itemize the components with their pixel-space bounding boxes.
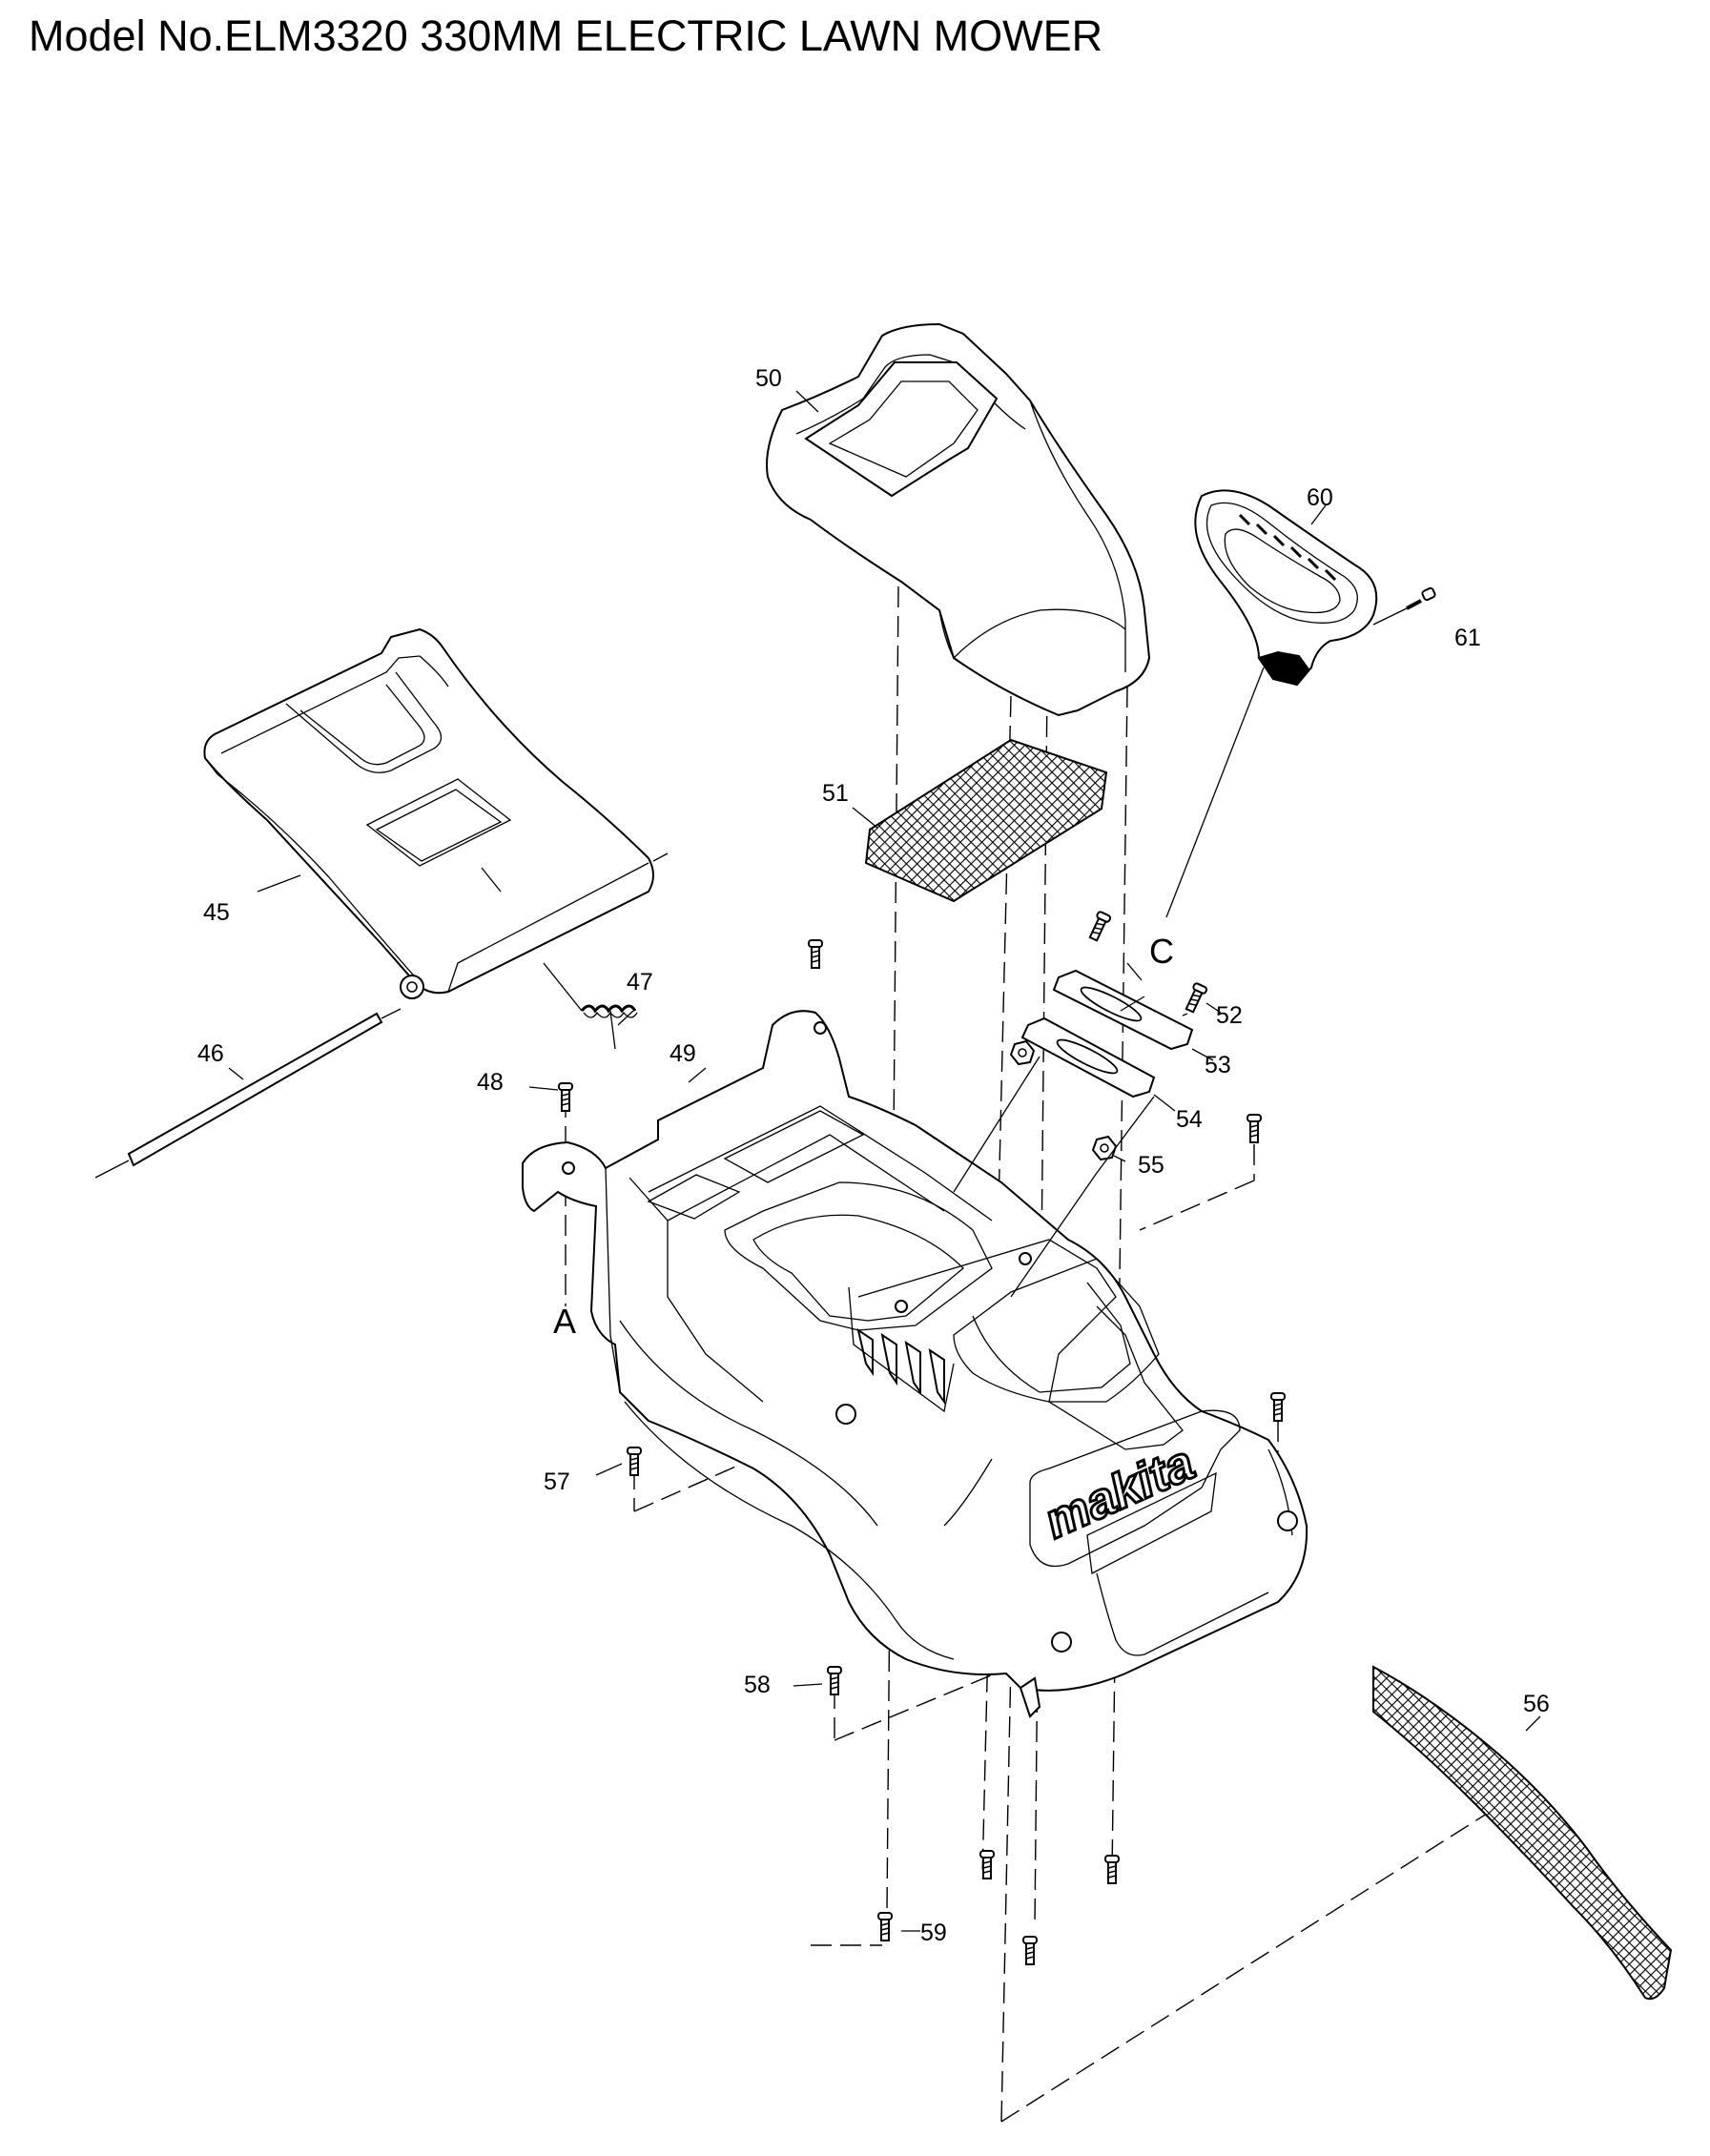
leader-lines — [228, 390, 1541, 1932]
label-60: 60 — [1307, 484, 1333, 511]
label-57: 57 — [544, 1468, 570, 1495]
part-52-screw — [1086, 910, 1113, 943]
label-61: 61 — [1454, 625, 1481, 651]
label-45: 45 — [203, 899, 230, 926]
label-58: 58 — [744, 1672, 771, 1698]
part-59-screw-1 — [979, 1850, 995, 1879]
page-title: Model No.ELM3320 330MM ELECTRIC LAWN MOW… — [29, 11, 1103, 60]
part-47-spring — [543, 962, 638, 1050]
part-56-mesh-strip — [1372, 1665, 1673, 2001]
marker-a: A — [553, 1302, 576, 1341]
part-49-main-housing: makita — [522, 1010, 1308, 1718]
label-53: 53 — [1205, 1052, 1231, 1078]
part-55-nut — [1091, 1135, 1118, 1161]
part-49-screw-top — [808, 939, 823, 969]
label-52: 52 — [1216, 1002, 1243, 1029]
label-54: 54 — [1176, 1106, 1203, 1133]
part-61-screw — [1372, 586, 1436, 626]
label-46: 46 — [197, 1040, 224, 1067]
part-52-screw-2 — [1183, 981, 1209, 1015]
part-57-screw — [627, 1447, 642, 1476]
label-55: 55 — [1138, 1152, 1164, 1179]
part-45-rear-flap — [203, 627, 669, 999]
part-51-filter-mesh — [864, 738, 1108, 903]
part-59-screw-4 — [1022, 1936, 1038, 1965]
part-55-nut-2 — [1009, 1039, 1036, 1066]
part-labels: 50 60 61 51 45 46 47 48 49 52 53 54 55 5… — [197, 365, 1550, 1946]
part-59-screw-3 — [877, 1912, 893, 1941]
part-49-screw-right — [1246, 1114, 1262, 1143]
part-57-screw-right — [1270, 1392, 1286, 1422]
part-58-screw — [827, 1666, 842, 1695]
label-59: 59 — [920, 1920, 947, 1946]
label-48: 48 — [477, 1069, 504, 1096]
label-49: 49 — [670, 1040, 696, 1067]
part-59-screw-2 — [1104, 1855, 1120, 1884]
label-51: 51 — [822, 780, 849, 807]
label-47: 47 — [627, 969, 653, 996]
label-50: 50 — [755, 365, 782, 392]
label-56: 56 — [1523, 1691, 1550, 1717]
part-54-plate — [1020, 1016, 1156, 1099]
part-48-screw — [558, 1082, 573, 1112]
part-60-grip-handle — [1194, 489, 1378, 687]
marker-c: C — [1149, 932, 1174, 971]
part-50-handle-cover — [766, 322, 1151, 717]
part-46-rod — [94, 1008, 402, 1179]
